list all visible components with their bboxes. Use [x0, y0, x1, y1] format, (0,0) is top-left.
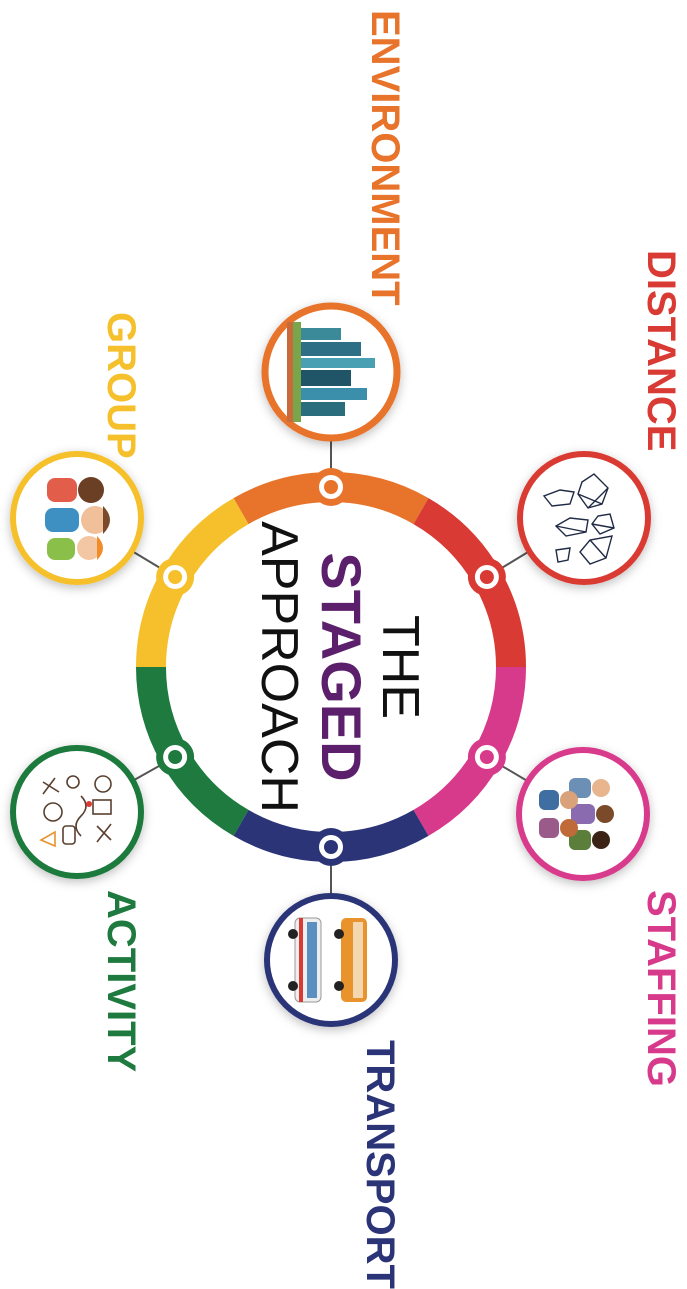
staff-people-icon	[516, 747, 650, 881]
center-title: THE STAGED APPROACH	[250, 521, 429, 813]
node-dot-core-group	[168, 570, 183, 584]
category-labels: ENVIRONMENT DISTANCE STAFFING TRANSPORT …	[99, 10, 683, 1289]
title-line-staged: STAGED	[310, 552, 373, 781]
city-skyline-icon	[261, 302, 401, 442]
node-dot-core-environment	[324, 480, 338, 494]
ring-inner	[168, 504, 494, 830]
title-line-the: THE	[371, 615, 429, 719]
node-dot-core-distance	[479, 570, 494, 584]
label-environment: ENVIRONMENT	[363, 10, 407, 306]
label-distance: DISTANCE	[639, 250, 683, 451]
title-line-approach: APPROACH	[250, 521, 308, 813]
label-group: GROUP	[99, 312, 143, 459]
label-staffing: STAFFING	[639, 890, 683, 1087]
world-map-icon	[517, 451, 651, 585]
node-dot-core-activity	[168, 750, 183, 764]
bus-icon	[264, 893, 398, 1027]
activities-doodle-icon	[10, 745, 144, 879]
label-transport: TRANSPORT	[358, 1040, 402, 1289]
node-dot-core-staffing	[479, 750, 494, 764]
label-activity: ACTIVITY	[99, 890, 143, 1073]
node-dot-core-transport	[324, 840, 338, 854]
children-group-icon	[10, 451, 144, 585]
connectors	[76, 372, 585, 960]
